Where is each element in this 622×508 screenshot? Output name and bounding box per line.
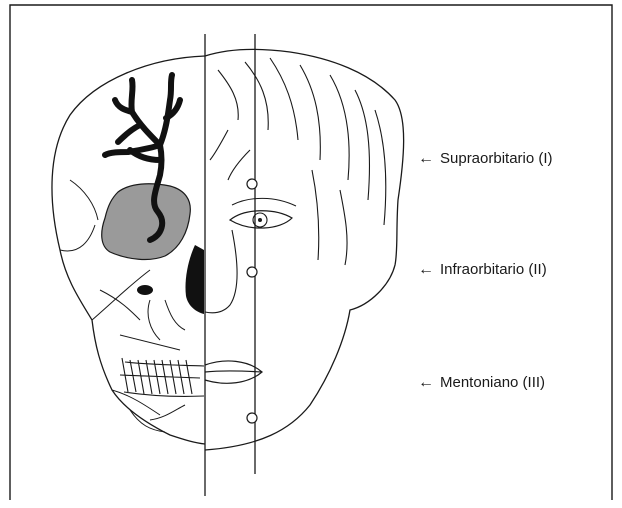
foramen-dot — [137, 285, 153, 295]
label-infraorbital: ← Infraorbitario (II) — [418, 261, 547, 279]
nasal-cavity — [185, 245, 204, 314]
teeth — [120, 358, 204, 396]
eye-pupil — [258, 218, 262, 222]
label-supraorbital: ← Supraorbitario (I) — [418, 150, 553, 168]
hair-lines — [210, 58, 386, 265]
eyebrow — [232, 198, 296, 206]
label-mental-text: Mentoniano (III) — [440, 374, 545, 391]
left-arrow-icon: ← — [418, 261, 434, 279]
left-arrow-icon: ← — [418, 150, 434, 168]
supraorbital-foramen — [247, 179, 257, 189]
label-infraorbital-text: Infraorbitario (II) — [440, 261, 547, 278]
label-supraorbital-text: Supraorbitario (I) — [440, 150, 553, 167]
mental-foramen — [247, 413, 257, 423]
lips — [205, 361, 262, 383]
label-mental: ← Mentoniano (III) — [418, 374, 545, 392]
orbit-shape — [102, 184, 191, 260]
nose — [205, 230, 237, 313]
left-arrow-icon: ← — [418, 374, 434, 392]
infraorbital-foramen — [247, 267, 257, 277]
diagram-border — [10, 5, 612, 500]
